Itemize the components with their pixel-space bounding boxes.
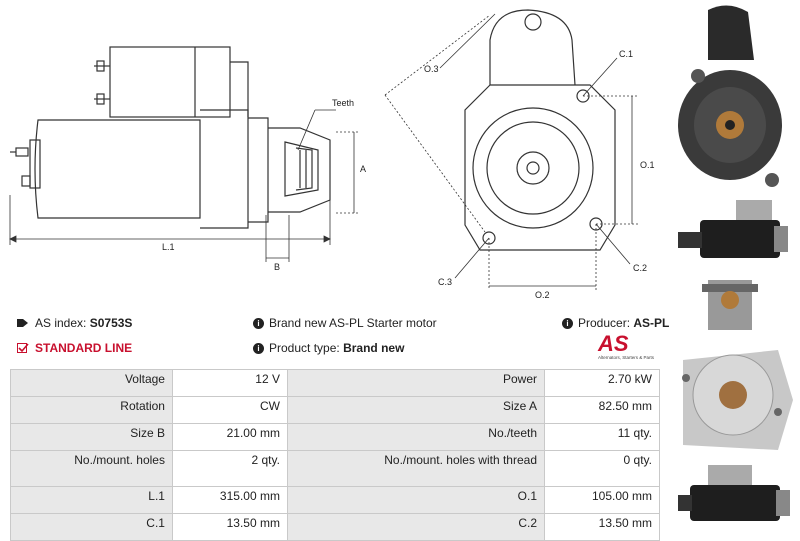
spec-label: Power bbox=[286, 369, 546, 397]
brand-text: Brand new AS-PL Starter motor bbox=[269, 316, 437, 330]
as-pl-logo: AS Alternators, Starters & Parts bbox=[598, 333, 664, 363]
product-photo-full bbox=[678, 465, 790, 521]
info-panel: AS index: S0753S i Brand new AS-PL Start… bbox=[10, 316, 669, 541]
teeth-label: Teeth bbox=[332, 98, 354, 108]
dim-o2-label: O.2 bbox=[535, 290, 550, 300]
as-index-row: AS index: S0753S bbox=[17, 316, 132, 330]
spec-value: 82.50 mm bbox=[544, 396, 660, 424]
product-type-label: Product type: bbox=[269, 341, 340, 355]
producer-value: AS-PL bbox=[633, 316, 670, 330]
spec-value: 0 qty. bbox=[544, 450, 660, 487]
logo-mark: AS bbox=[598, 331, 629, 356]
dim-l1-label: L.1 bbox=[162, 242, 175, 252]
spec-value: 12 V bbox=[171, 369, 288, 397]
as-index-value: S0753S bbox=[89, 316, 133, 330]
spec-label: Size A bbox=[286, 396, 546, 424]
dim-c2-label: C.2 bbox=[633, 263, 647, 273]
spec-value: 2.70 kW bbox=[544, 369, 660, 397]
solenoid-outline bbox=[109, 46, 231, 118]
spec-value: 13.50 mm bbox=[544, 513, 660, 541]
spec-value: 2 qty. bbox=[171, 450, 288, 487]
producer-label: Producer: bbox=[578, 316, 631, 330]
dim-o1-label: O.1 bbox=[640, 160, 655, 170]
spec-label: Voltage bbox=[10, 369, 173, 397]
product-photo-top bbox=[702, 280, 758, 330]
dim-c1-label: C.1 bbox=[619, 49, 633, 59]
spec-value: 315.00 mm bbox=[171, 486, 288, 514]
spec-label: C.2 bbox=[286, 513, 546, 541]
motor-body-outline bbox=[34, 119, 201, 219]
brand-row: i Brand new AS-PL Starter motor bbox=[253, 316, 437, 330]
spec-label: No./teeth bbox=[286, 423, 546, 451]
spec-label: No./mount. holes bbox=[10, 450, 173, 487]
spec-label: Rotation bbox=[10, 396, 173, 424]
tag-icon bbox=[17, 319, 28, 327]
front-flange-outline bbox=[464, 84, 616, 251]
product-photo-front bbox=[678, 5, 782, 187]
dim-c3-label: C.3 bbox=[438, 277, 452, 287]
info-icon: i bbox=[562, 317, 573, 329]
spec-value: 105.00 mm bbox=[544, 486, 660, 514]
spec-value: 21.00 mm bbox=[171, 423, 288, 451]
spec-value: 11 qty. bbox=[544, 423, 660, 451]
spec-label: No./mount. holes with thread bbox=[286, 450, 546, 487]
spec-label: O.1 bbox=[286, 486, 546, 514]
info-icon: i bbox=[253, 342, 264, 354]
spec-value: 13.50 mm bbox=[171, 513, 288, 541]
standard-line-row: STANDARD LINE bbox=[17, 341, 132, 355]
product-type-row: i Product type: Brand new bbox=[253, 341, 404, 355]
producer-row: i Producer: AS-PL bbox=[562, 316, 669, 330]
product-photos bbox=[678, 5, 793, 521]
technical-drawing: Teeth A L.1 B O.3 C.1 O.1 C.3 C.2 O.2 bbox=[9, 9, 655, 300]
front-top-lug bbox=[489, 9, 576, 86]
dim-a-label: A bbox=[360, 164, 366, 174]
checkbox-icon bbox=[17, 343, 29, 353]
dim-o3-label: O.3 bbox=[424, 64, 439, 74]
standard-line-label: STANDARD LINE bbox=[35, 341, 133, 355]
dim-b-label: B bbox=[274, 262, 280, 272]
as-index-label: AS index: bbox=[35, 316, 87, 330]
product-photo-flange bbox=[682, 350, 793, 450]
product-type-value: Brand new bbox=[343, 341, 405, 355]
product-photo-side bbox=[678, 200, 788, 258]
info-icon: i bbox=[253, 317, 264, 329]
spec-label: L.1 bbox=[10, 486, 173, 514]
shaft-circle bbox=[516, 151, 550, 185]
logo-subtitle: Alternators, Starters & Parts bbox=[598, 355, 655, 360]
spec-label: C.1 bbox=[10, 513, 173, 541]
spec-value: CW bbox=[171, 396, 288, 424]
spec-label: Size B bbox=[10, 423, 173, 451]
